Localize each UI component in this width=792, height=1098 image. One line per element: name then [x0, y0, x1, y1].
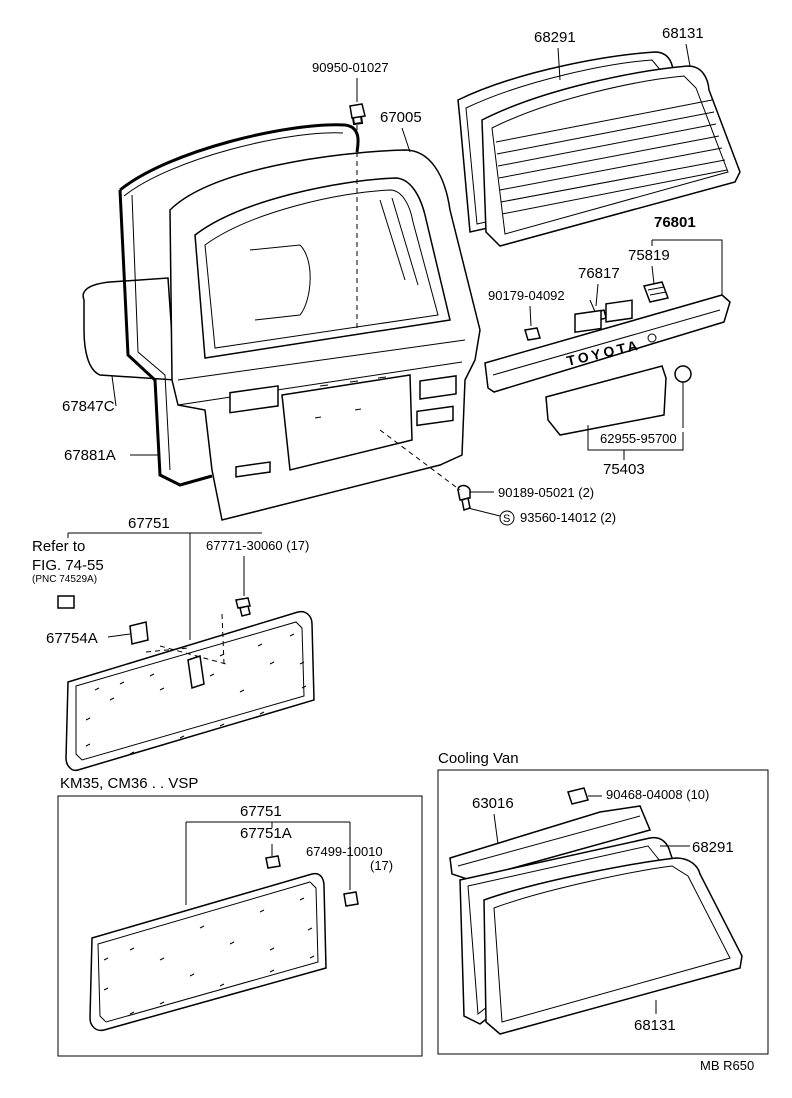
inset-glass-68131: [483, 857, 743, 1035]
clip-67771: [235, 597, 251, 617]
label-67005: 67005: [380, 109, 422, 126]
inset-label-67751: 67751: [240, 803, 282, 820]
inset-cooling-van: Cooling Van 90468-04008 (10) 63016 68291…: [437, 750, 769, 1055]
label-67847c: 67847C: [62, 398, 115, 415]
label-68291: 68291: [534, 29, 576, 46]
inset-vsp: KM35, CM36 . . VSP 67751 67751A 67499-10…: [57, 775, 423, 1057]
refer-part-icon: [57, 595, 75, 609]
label-75403: 75403: [603, 461, 645, 478]
clip-62955: [674, 365, 692, 428]
drawing-code: MB R650: [700, 1058, 754, 1073]
label-75819: 75819: [628, 247, 670, 264]
label-93560-14012: 93560-14012 (2): [520, 510, 616, 525]
inset-label-67751a: 67751A: [240, 825, 292, 842]
plug-90950: [349, 103, 366, 330]
label-67881a: 67881A: [64, 447, 116, 464]
inset-label-90468: 90468-04008 (10): [606, 787, 709, 802]
s-mark-icon: S: [503, 513, 510, 525]
inset-label-63016: 63016: [472, 795, 514, 812]
screw-90189: [379, 429, 471, 511]
nut-90179: [524, 327, 541, 341]
weatherstrip: [118, 123, 360, 487]
lamp-75403: [545, 299, 667, 436]
refer-line3: (PNC 74529A): [32, 574, 97, 585]
label-67751: 67751: [128, 515, 170, 532]
inset-clip-a: [265, 855, 281, 869]
label-67771-30060: 67771-30060 (17): [206, 538, 309, 553]
back-window-glass: [457, 51, 741, 247]
inset-trim-board: [89, 872, 327, 1032]
label-76801: 76801: [654, 214, 696, 231]
label-76817: 76817: [578, 265, 620, 282]
refer-line1: Refer to: [32, 538, 85, 555]
inset-clip-b: [343, 891, 359, 907]
back-door-panel: [82, 149, 481, 521]
label-90189-05021: 90189-05021 (2): [498, 485, 594, 500]
inset-label-68291: 68291: [692, 839, 734, 856]
label-67754a: 67754A: [46, 630, 98, 647]
inset-cooling-van-title: Cooling Van: [438, 750, 519, 767]
label-90950-01027: 90950-01027: [312, 60, 389, 75]
label-68131: 68131: [662, 25, 704, 42]
inset-vsp-title: KM35, CM36 . . VSP: [60, 775, 198, 792]
trim-board-67751: [65, 610, 315, 772]
label-62955-95700: 62955-95700: [600, 431, 677, 446]
spoiler-63016: [449, 805, 652, 881]
inset-label-67499-qty: (17): [370, 858, 393, 873]
label-90179-04092: 90179-04092: [488, 288, 565, 303]
inset-label-68131: 68131: [634, 1017, 676, 1034]
socket-75819: [642, 281, 670, 303]
cover-67754a: [129, 621, 149, 645]
inset-label-67499: 67499-10010: [306, 844, 383, 859]
main-labels: 90950-01027 67005 68291 68131 76801 7581…: [32, 25, 723, 647]
refer-line2: FIG. 74-55: [32, 557, 104, 574]
nut-90468: [567, 787, 589, 805]
